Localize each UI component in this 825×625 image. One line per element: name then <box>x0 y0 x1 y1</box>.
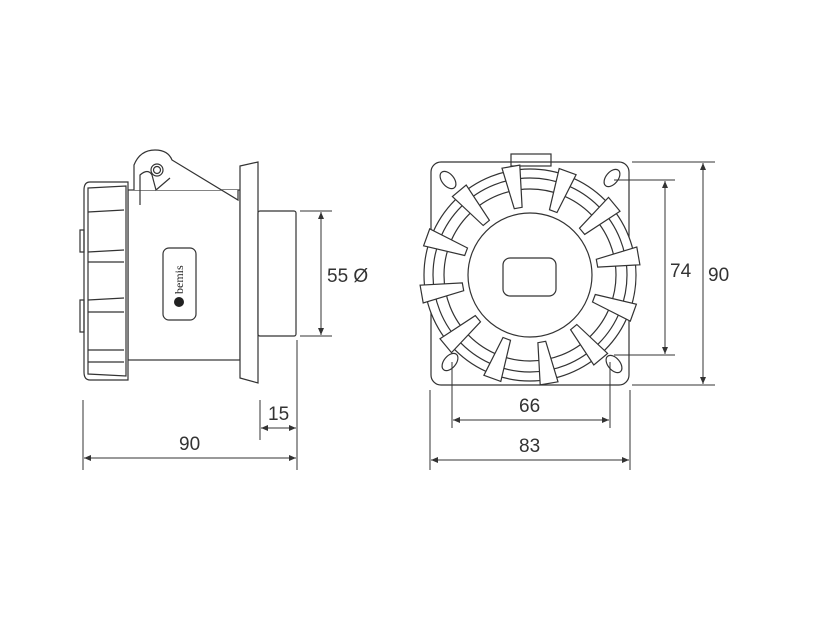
cap-rib <box>578 196 621 236</box>
dim-label-diameter: 55 Ø <box>327 266 368 287</box>
logo-icon <box>174 297 184 307</box>
cap-rib <box>501 164 523 210</box>
side-view: bemis 55 Ø 15 90 <box>79 149 368 470</box>
mounting-flange <box>239 161 259 384</box>
dim-label-hole-horizontal: 66 <box>519 396 540 417</box>
dim-label-height: 90 <box>708 265 729 286</box>
dim-label-hole-vertical: 74 <box>670 261 692 282</box>
cap-rib <box>537 340 559 386</box>
mounting-holes <box>439 168 623 374</box>
socket-window <box>502 257 557 297</box>
cap-rib <box>451 184 491 227</box>
cap-ribs <box>419 164 641 386</box>
socket-cylinder <box>257 210 297 337</box>
front-view: 74 90 66 83 <box>419 153 729 470</box>
cap-rib <box>483 336 512 383</box>
outer-ring <box>423 168 637 382</box>
latch-hinge <box>150 163 164 177</box>
dim-label-flange: 15 <box>268 404 289 425</box>
cap-rib <box>439 314 482 354</box>
dim-label-length: 90 <box>179 434 200 455</box>
cap-rib <box>422 228 469 257</box>
logo-plate <box>162 247 197 321</box>
cover-cap <box>79 181 129 381</box>
logo-text: bemis <box>172 265 186 294</box>
cap-rib <box>548 167 577 214</box>
hinge-tab <box>510 153 552 167</box>
inner-face <box>467 212 593 338</box>
cap-rib <box>419 282 465 304</box>
dim-label-width: 83 <box>519 436 540 457</box>
cap-rib <box>569 323 609 366</box>
lid-latch <box>133 149 239 202</box>
cap-rib <box>591 293 638 322</box>
cap-rib <box>595 246 641 268</box>
